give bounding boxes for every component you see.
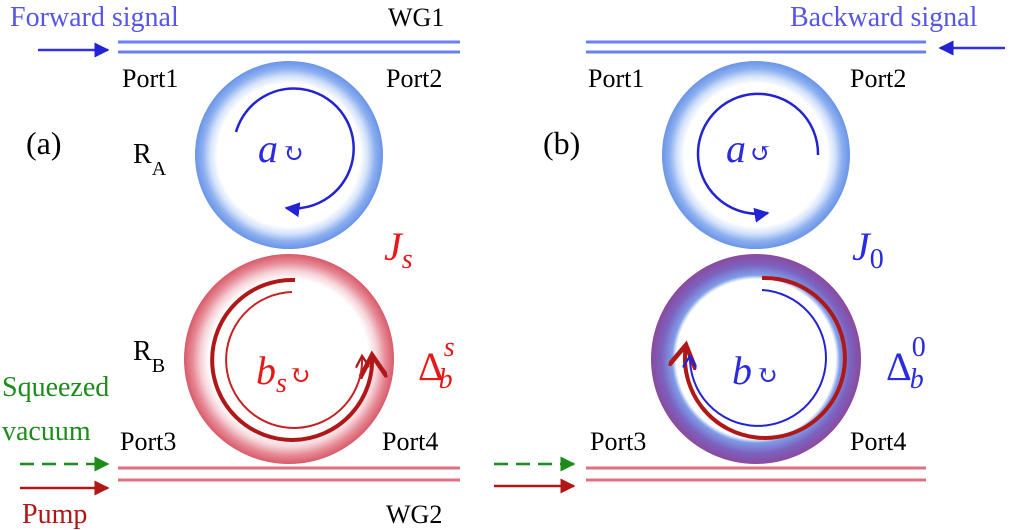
- wg1-label: WG1: [388, 3, 444, 32]
- ring-b-label: RB: [133, 336, 165, 377]
- mode-b-label-b: b↻: [732, 348, 778, 393]
- panel-a: Forward signal WG1 Port1 Port2 (a) RA a↻…: [2, 2, 460, 530]
- pump-label: Pump: [22, 499, 87, 530]
- squeezed-circulation-arrow: [225, 291, 362, 429]
- panel-b-label: (b): [543, 125, 580, 161]
- ring-b: [184, 254, 394, 464]
- coupling-j0-label: J0: [852, 224, 884, 275]
- squeezed-vacuum-label-line2: vacuum: [2, 416, 91, 447]
- port1-label-b: Port1: [588, 64, 644, 93]
- ring-a-b: [662, 61, 850, 249]
- mode-b-label: bs↻: [256, 348, 311, 399]
- wg2-label: WG2: [386, 500, 442, 529]
- pump-circulation-arrow-b: [685, 275, 847, 440]
- ring-a-label: RA: [133, 139, 167, 180]
- port2-label-b: Port2: [850, 64, 906, 93]
- mode-a-circulation-arrow: [234, 87, 355, 218]
- mode-a-label: a↻: [258, 126, 304, 171]
- ring-b-b: [651, 254, 861, 464]
- mode-a-circulation-arrow-b: [696, 92, 820, 223]
- squeezed-vacuum-label-line1: Squeezed: [2, 372, 109, 403]
- forward-signal-label: Forward signal: [10, 2, 179, 33]
- port3-label-b: Port3: [590, 427, 646, 456]
- port3-label: Port3: [120, 427, 176, 456]
- signal-circulation-arrow-b: [690, 289, 827, 427]
- ring-a: [195, 61, 383, 249]
- port2-label: Port2: [386, 64, 442, 93]
- port1-label: Port1: [122, 64, 178, 93]
- backward-signal-label: Backward signal: [790, 2, 978, 33]
- port4-label-b: Port4: [850, 427, 906, 456]
- panel-b: Backward signal Port1 Port2 (b) a↺ J0 b↻…: [494, 2, 1005, 494]
- panel-a-label: (a): [26, 125, 62, 161]
- pump-circulation-arrow: [210, 277, 372, 442]
- mode-a-label-b: a↺: [726, 126, 772, 171]
- port4-label: Port4: [382, 427, 438, 456]
- coupling-js-label: Js: [384, 224, 413, 275]
